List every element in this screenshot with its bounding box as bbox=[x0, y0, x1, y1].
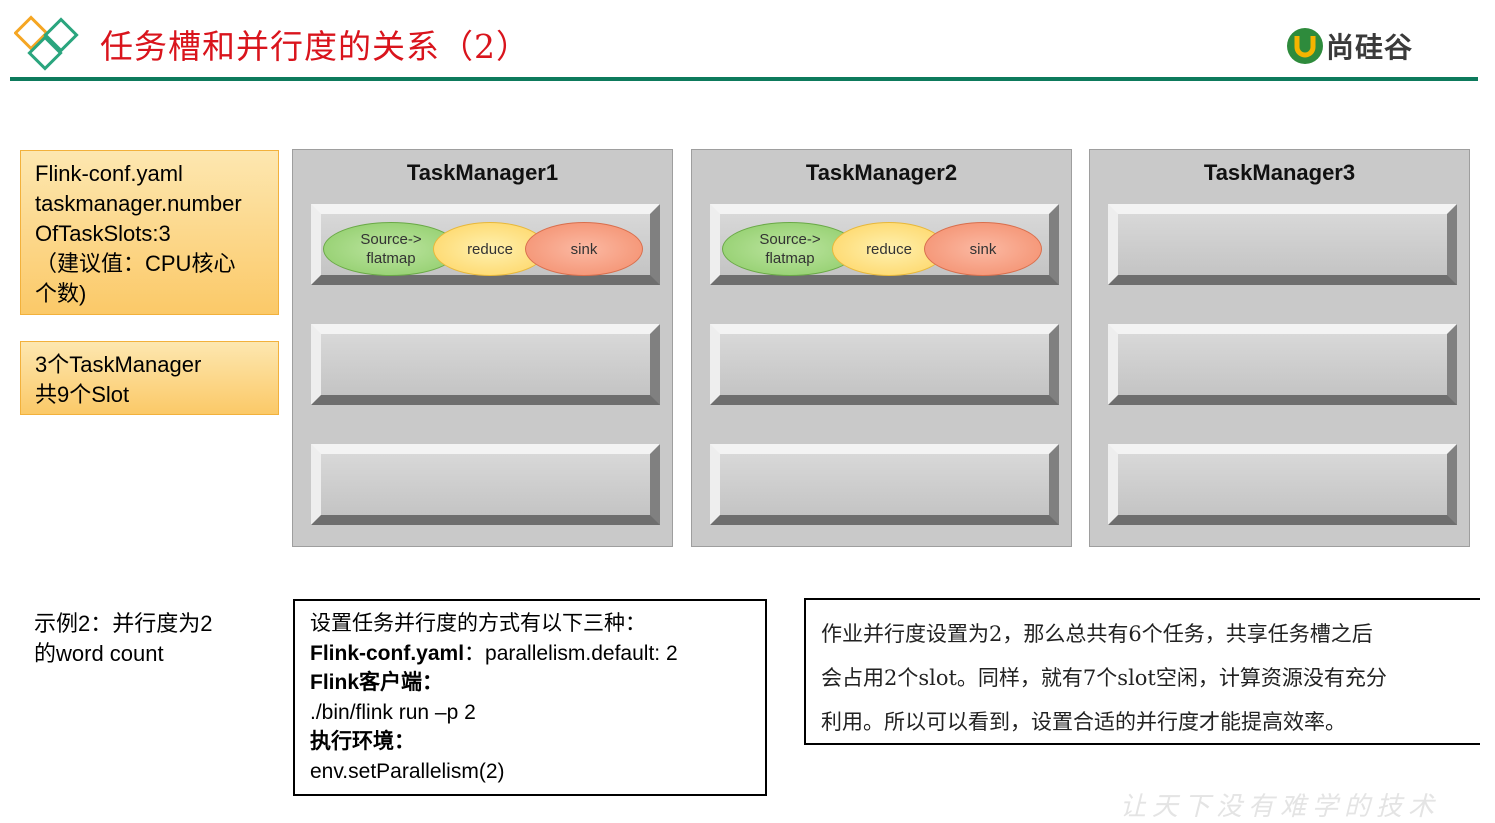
summary-line: 作业并行度设置为2，那么总共有6个任务，共享任务槽之后 bbox=[821, 622, 1373, 646]
summary-line: 会占用2个slot。同样，就有7个slot空闲，计算资源没有充分 bbox=[821, 666, 1387, 690]
operator-sink: sink bbox=[924, 222, 1042, 276]
config-note-line: taskmanager.number bbox=[35, 191, 242, 216]
brand-logo: 尚硅谷 bbox=[1286, 26, 1413, 66]
taskmanager-title: TaskManager2 bbox=[805, 160, 958, 185]
methods-intro: 设置任务并行度的方式有以下三种： bbox=[310, 612, 646, 635]
config-note: Flink-conf.yaml taskmanager.number OfTas… bbox=[20, 150, 279, 315]
diamond-logo-icon bbox=[14, 15, 79, 71]
methods-env-value: env.setParallelism(2) bbox=[310, 759, 505, 783]
task-slot bbox=[710, 324, 1059, 405]
example-line: 示例2：并行度为2 bbox=[34, 611, 213, 636]
taskmanager-title: TaskManager1 bbox=[406, 160, 559, 185]
methods-conf-value: ：parallelism.default: 2 bbox=[464, 641, 678, 665]
watermark: 让天下没有难学的技术 bbox=[1120, 792, 1441, 822]
summary-line: 利用。所以可以看到，设置合适的并行度才能提高效率。 bbox=[821, 710, 1346, 734]
slot-count-line: 共9个Slot bbox=[35, 382, 130, 407]
brand-name: 尚硅谷 bbox=[1326, 31, 1414, 64]
taskmanager-title: TaskManager3 bbox=[1203, 160, 1356, 185]
example-caption: 示例2：并行度为2 的word count bbox=[34, 609, 212, 669]
parallelism-methods-box: 设置任务并行度的方式有以下三种： Flink-conf.yaml：paralle… bbox=[293, 599, 767, 796]
task-slot bbox=[1108, 324, 1457, 405]
methods-client-label: Flink客户端： bbox=[310, 671, 444, 694]
config-note-line: （建议值：CPU核心 bbox=[35, 251, 236, 276]
task-slot bbox=[1108, 204, 1457, 285]
title-divider bbox=[10, 77, 1478, 81]
example-line: 的word count bbox=[34, 641, 164, 666]
task-slot bbox=[311, 444, 660, 525]
taskmanager-1: TaskManager1 Source->flatmap reduce sink bbox=[292, 149, 673, 547]
task-slot: Source->flatmap reduce sink bbox=[311, 204, 660, 285]
task-slot: Source->flatmap reduce sink bbox=[710, 204, 1059, 285]
methods-conf-line: Flink-conf.yaml：parallelism.default: 2 bbox=[310, 639, 765, 669]
taskmanager-3: TaskManager3 bbox=[1089, 149, 1470, 547]
page-title: 任务槽和并行度的关系（2） bbox=[100, 27, 530, 66]
config-note-line: 个数) bbox=[35, 281, 87, 306]
methods-conf-label: Flink-conf.yaml bbox=[310, 641, 465, 665]
methods-env-label: 执行环境： bbox=[310, 730, 415, 753]
task-slot bbox=[311, 324, 660, 405]
methods-client-value: ./bin/flink run –p 2 bbox=[310, 700, 476, 724]
config-note-line: OfTaskSlots:3 bbox=[35, 221, 171, 246]
slot-count-note: 3个TaskManager 共9个Slot bbox=[20, 341, 279, 415]
brand-u-icon bbox=[1287, 28, 1323, 64]
operator-sink: sink bbox=[525, 222, 643, 276]
config-note-line: Flink-conf.yaml bbox=[35, 161, 183, 186]
task-slot bbox=[710, 444, 1059, 525]
slot-count-line: 3个TaskManager bbox=[35, 352, 202, 377]
task-slot bbox=[1108, 444, 1457, 525]
taskmanager-2: TaskManager2 Source->flatmap reduce sink bbox=[691, 149, 1072, 547]
summary-box: 作业并行度设置为2，那么总共有6个任务，共享任务槽之后 会占用2个slot。同样… bbox=[804, 598, 1480, 745]
